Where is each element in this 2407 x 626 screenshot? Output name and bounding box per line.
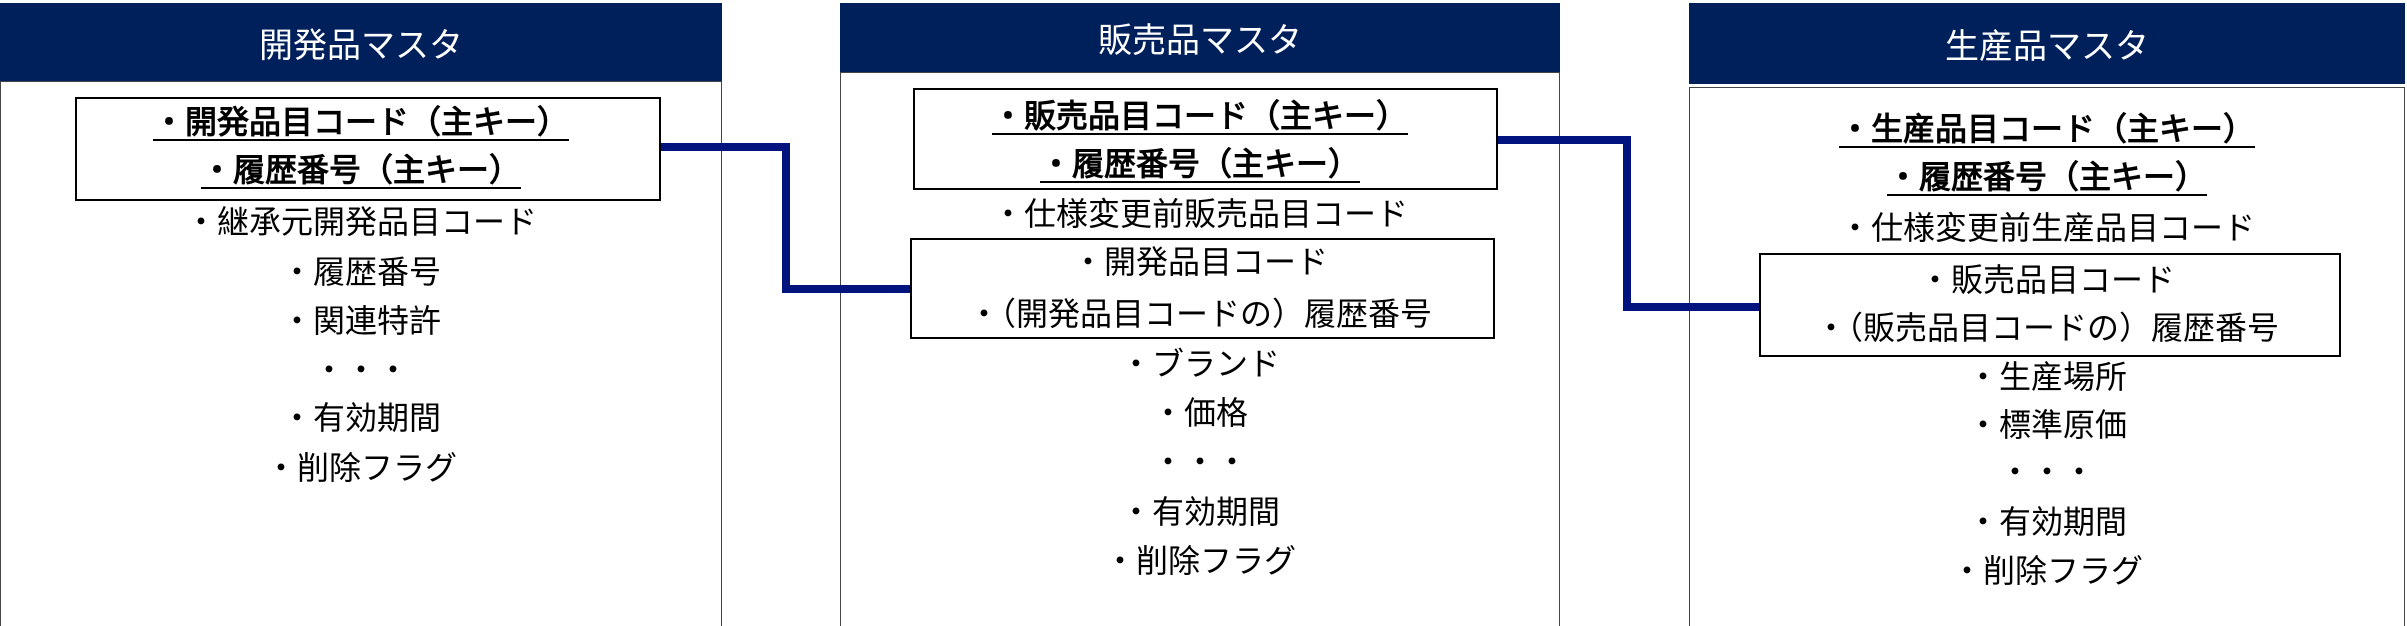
field: ・有効期間: [280, 399, 441, 437]
field: ・仕様変更前生産品目コード: [1838, 209, 2255, 247]
field: ・削除フラグ: [1950, 552, 2143, 590]
field: ・標準原価: [1966, 406, 2127, 444]
field: ・ブランド: [1119, 345, 1280, 383]
field: ・削除フラグ: [1103, 542, 1296, 580]
field: ・削除フラグ: [264, 449, 457, 487]
field: ・仕様変更前販売品目コード: [991, 195, 1408, 233]
panel-body: [840, 72, 1560, 626]
panel-header: 開発品マスタ: [0, 3, 722, 81]
key-field: ・生産品目コード（主キー）: [1838, 110, 2255, 148]
foreign-field: ・開発品目コード: [1071, 243, 1328, 281]
panel-body: [0, 81, 722, 626]
key-field: ・履歴番号（主キー）: [200, 151, 521, 189]
field: ・履歴番号: [280, 253, 441, 291]
connector-sales-to-production: [1498, 136, 1759, 311]
key-field: ・開発品目コード（主キー）: [152, 103, 569, 141]
field: ・関連特許: [280, 302, 441, 340]
foreign-field: ・（販売品目コードの）履歴番号: [1814, 309, 2279, 347]
panel-header: 生産品マスタ: [1689, 3, 2405, 84]
key-field: ・販売品目コード（主キー）: [991, 97, 1408, 135]
key-field: ・履歴番号（主キー）: [1886, 158, 2207, 196]
foreign-key-box: [1759, 253, 2341, 357]
field: ・・・: [1998, 453, 2095, 491]
key-field: ・履歴番号（主キー）: [1039, 145, 1360, 183]
panel-development-master: 開発品マスタ: [0, 3, 722, 626]
foreign-field: ・販売品目コード: [1918, 261, 2175, 299]
foreign-key-box: [910, 238, 1495, 339]
field: ・継承元開発品目コード: [184, 203, 537, 241]
connector-dev-to-sales: [661, 143, 910, 293]
field: ・・・: [312, 351, 409, 389]
primary-key-box: [75, 97, 661, 201]
foreign-field: ・（開発品目コードの）履歴番号: [967, 295, 1432, 333]
field: ・・・: [1151, 443, 1248, 481]
field: ・生産場所: [1966, 358, 2127, 396]
field: ・有効期間: [1119, 493, 1280, 531]
panel-header: 販売品マスタ: [840, 3, 1560, 72]
primary-key-box: [913, 88, 1498, 190]
field: ・価格: [1151, 394, 1248, 432]
field: ・有効期間: [1966, 503, 2127, 541]
panel-sales-master: 販売品マスタ: [840, 3, 1560, 626]
